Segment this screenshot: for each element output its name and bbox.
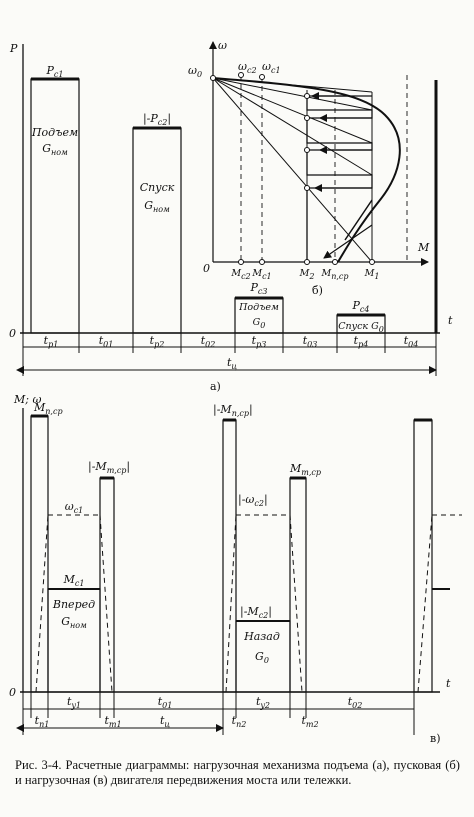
label-dir2-load: G0 bbox=[255, 650, 269, 665]
block-peak-3: Pc3 bbox=[250, 281, 268, 296]
omega-c2-label: ωc2 bbox=[238, 60, 257, 75]
axis-label-omega-b: ω bbox=[218, 39, 227, 52]
block-peak-1: Pc1 bbox=[46, 64, 64, 79]
block-hoist-nominal bbox=[30, 78, 80, 334]
interval-c-bot-4: tп2 bbox=[232, 714, 247, 729]
label-m-brake1: |-Mт,ср| bbox=[88, 460, 130, 475]
label-omega2: |-ωc2| bbox=[238, 493, 268, 508]
label-omega1: ωc1 bbox=[65, 500, 84, 515]
figure-labels: Pt0а)Pc1ПодъемGном|-Pc2|СпускGномPc3Подъ… bbox=[9, 39, 453, 745]
interval-a-8: t04 bbox=[404, 334, 419, 349]
m-mark-1: Mc2 bbox=[230, 268, 250, 281]
m-mark-2: Mc1 bbox=[251, 268, 271, 281]
axis-label-m-omega: M; ω bbox=[13, 393, 41, 406]
figure-caption: Рис. 3-4. Расчетные диаграммы: нагрузочн… bbox=[15, 758, 460, 787]
interval-a-3: tp2 bbox=[150, 334, 165, 349]
block-lower-nominal bbox=[132, 127, 182, 334]
label-dir2: Назад bbox=[243, 630, 280, 643]
panel-label-b: б) bbox=[312, 284, 323, 297]
interval-a-7: tp4 bbox=[354, 334, 369, 349]
interval-a-1: tp1 bbox=[44, 334, 59, 349]
block-text1-1: Подъем bbox=[31, 126, 78, 139]
axis-label-t-c: t bbox=[446, 677, 451, 690]
m-mark-3: M2 bbox=[299, 268, 315, 281]
omega0-label: ω0 bbox=[188, 64, 202, 79]
interval-a-5: tp3 bbox=[252, 334, 267, 349]
block-text2-2: Gном bbox=[144, 199, 170, 214]
interval-a-2: t01 bbox=[99, 334, 114, 349]
block-text-4: Спуск G0 bbox=[338, 321, 384, 334]
interval-c-bot-5: tт2 bbox=[301, 714, 318, 729]
label-mc1: Mc1 bbox=[63, 573, 85, 588]
axis-label-p: P bbox=[9, 42, 18, 55]
label-mc2: |-Mc2| bbox=[240, 605, 272, 620]
block-peak-2: |-Pc2| bbox=[143, 112, 171, 127]
label-dir1: Вперед bbox=[52, 598, 95, 611]
interval-c-top-2: t01 bbox=[158, 695, 173, 710]
interval-c-top-3: ty2 bbox=[256, 695, 270, 710]
axis-label-t-a: t bbox=[448, 314, 453, 327]
interval-c-top-1: ty1 bbox=[67, 695, 81, 710]
block-text1-2: Спуск bbox=[140, 181, 175, 194]
axis-label-m-b: M bbox=[417, 241, 430, 254]
diagram-c bbox=[16, 408, 462, 735]
m-mark-4: Mп,ср bbox=[320, 268, 348, 281]
label-dir1-load: Gном bbox=[61, 615, 87, 630]
panel-label-a: а) bbox=[210, 380, 221, 393]
origin-c: 0 bbox=[9, 686, 16, 699]
interval-c-bot-1: tп1 bbox=[35, 714, 50, 729]
diagram-b bbox=[209, 41, 429, 266]
label-m-start1: Mп,ср bbox=[33, 401, 63, 416]
block-peak-4: Pc4 bbox=[352, 299, 370, 314]
block-text2-1: Gном bbox=[42, 142, 68, 157]
omega-c1-label: ωc1 bbox=[262, 60, 281, 75]
block-text2-3: G0 bbox=[253, 317, 266, 330]
block-text1-3: Подъем bbox=[238, 302, 279, 313]
intervals-a bbox=[16, 333, 437, 376]
interval-a-4: t02 bbox=[201, 334, 216, 349]
cycle-a: tц bbox=[227, 356, 237, 371]
interval-c-bot-2: tт1 bbox=[104, 714, 121, 729]
figure-diagrams: Pt0а)Pc1ПодъемGном|-Pc2|СпускGномPc3Подъ… bbox=[9, 39, 462, 745]
panel-label-c: в) bbox=[430, 732, 440, 745]
origin-b: 0 bbox=[203, 262, 210, 275]
label-m-brake2: Mт,ср bbox=[289, 462, 321, 477]
m-mark-5: M1 bbox=[364, 268, 380, 281]
diagram-a bbox=[16, 44, 440, 376]
interval-c-bot-3: tц bbox=[160, 714, 170, 729]
interval-c-top-4: t02 bbox=[348, 695, 363, 710]
interval-a-6: t03 bbox=[303, 334, 318, 349]
label-m-start2: |-Mп,ср| bbox=[213, 403, 253, 418]
origin-a: 0 bbox=[9, 327, 16, 340]
